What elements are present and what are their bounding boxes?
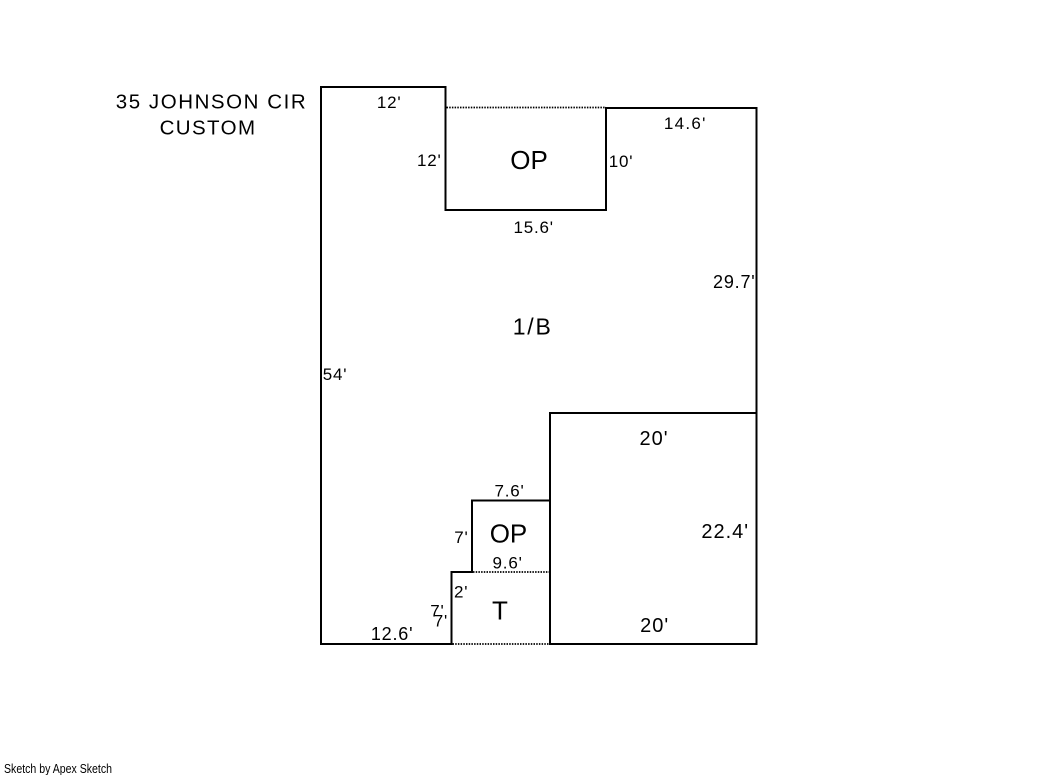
svg-text:12': 12' [377, 93, 402, 112]
svg-text:10': 10' [609, 152, 634, 171]
svg-text:54': 54' [323, 365, 348, 384]
svg-text:9.6': 9.6' [493, 554, 523, 573]
svg-text:29.7': 29.7' [713, 272, 755, 292]
svg-text:7': 7' [454, 528, 468, 547]
svg-text:7.6': 7.6' [494, 481, 524, 500]
svg-text:7': 7' [434, 612, 448, 631]
svg-text:2': 2' [454, 583, 468, 602]
svg-text:12': 12' [417, 151, 442, 170]
svg-text:OP: OP [490, 518, 528, 548]
svg-text:Sketch by Apex Sketch: Sketch by Apex Sketch [4, 761, 112, 775]
svg-text:14.6': 14.6' [664, 114, 707, 133]
svg-text:15.6': 15.6' [514, 218, 554, 237]
svg-text:20': 20' [639, 428, 668, 450]
svg-text:12.6': 12.6' [371, 624, 413, 644]
svg-text:35 JOHNSON CIR: 35 JOHNSON CIR [116, 90, 307, 113]
svg-text:22.4': 22.4' [701, 521, 749, 543]
svg-text:20': 20' [640, 615, 669, 637]
svg-text:T: T [492, 596, 508, 626]
svg-text:CUSTOM: CUSTOM [160, 116, 257, 139]
svg-text:7': 7' [430, 602, 444, 621]
svg-text:1/B: 1/B [513, 314, 553, 340]
svg-text:OP: OP [510, 145, 548, 175]
